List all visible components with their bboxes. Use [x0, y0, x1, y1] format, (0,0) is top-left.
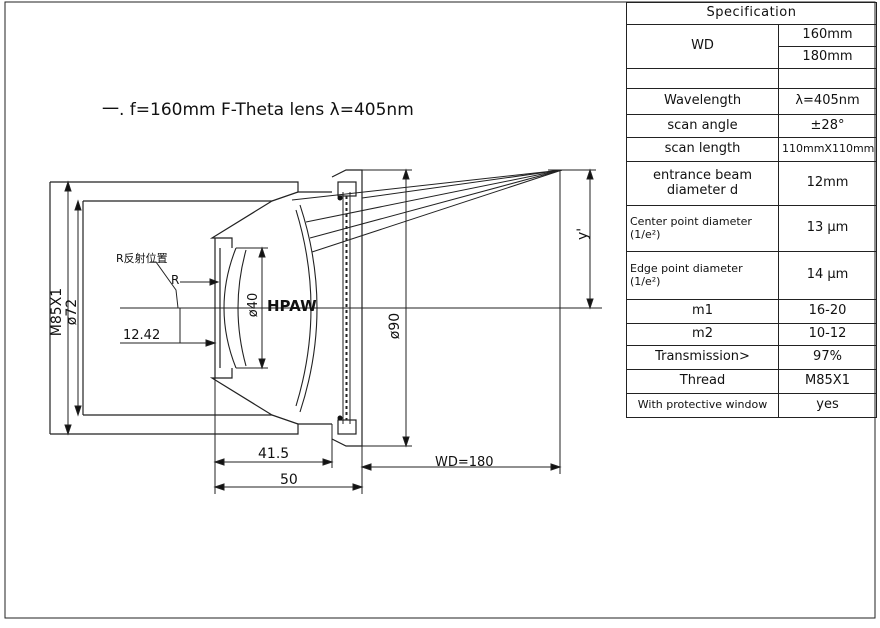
d90-label: ø90 [387, 313, 403, 339]
spec-param: WD [626, 24, 779, 69]
spec-value: 13 μm [778, 205, 877, 252]
scan-rays [291, 169, 563, 253]
yprime-label: y' [575, 228, 591, 240]
spec-value: M85X1 [778, 369, 877, 394]
spec-header-row: Specification [626, 2, 877, 25]
spec-row: Edge point diameter (1/e²) 14 μm [626, 251, 877, 300]
spec-param: entrance beam diameter d [626, 161, 779, 206]
spec-row: WD 160mm [626, 24, 877, 69]
thread-dimension [64, 180, 72, 436]
d40-label: ø40 [246, 293, 261, 318]
r-note-label: R反射位置 [116, 251, 168, 265]
spec-value: λ=405nm [778, 88, 877, 115]
spec-param: Transmission> [626, 345, 779, 370]
spec-value [778, 68, 877, 89]
r-leader [150, 261, 220, 309]
d72-label: ø72 [64, 299, 80, 325]
spec-row: scan length 110mmX110mm [626, 137, 877, 162]
spec-param: Edge point diameter (1/e²) [626, 251, 779, 300]
spec-param: m1 [626, 299, 779, 324]
spec-row: Wavelength λ=405nm [626, 88, 877, 115]
spec-value: 12mm [778, 161, 877, 206]
dim-1242-label: 12.42 [123, 328, 160, 343]
spec-value: 97% [778, 345, 877, 370]
spec-value: 110mmX110mm [778, 137, 877, 162]
d72-dimension [74, 199, 82, 417]
spec-param: With protective window [626, 393, 779, 418]
spec-param: m2 [626, 323, 779, 346]
spec-value: yes [778, 393, 877, 418]
dim-50-label: 50 [280, 472, 298, 488]
spec-param: Thread [626, 369, 779, 394]
r-label: R [171, 273, 179, 287]
spec-value: 10-12 [778, 323, 877, 346]
drawing-title: 一. f=160mm F-Theta lens λ=405nm [102, 100, 414, 120]
spec-row: Transmission> 97% [626, 345, 877, 370]
thread-label: M85X1 [49, 288, 65, 336]
spec-row: 180mm [627, 46, 877, 69]
dim-1242 [120, 308, 217, 347]
dim-415 [213, 378, 363, 494]
spec-value: 180mm [778, 46, 877, 69]
spec-param: scan length [626, 137, 779, 162]
spec-row: Center point diameter (1/e²) 13 μm [626, 205, 877, 252]
spec-value: 16-20 [778, 299, 877, 324]
wd-dimension [360, 170, 562, 474]
spec-param: scan angle [626, 114, 779, 138]
hpaw-label: HPAW [267, 297, 317, 315]
spec-value: 160mm [778, 24, 877, 47]
spec-header: Specification [626, 2, 877, 25]
d40-dimension [236, 246, 268, 370]
wd-label: WD=180 [435, 455, 494, 470]
yprime-dimension [548, 168, 596, 310]
spec-param [626, 68, 779, 89]
retaining-dots [337, 195, 343, 421]
spec-value: 14 μm [778, 251, 877, 300]
d90-dimension [362, 168, 412, 448]
spec-row: Thread M85X1 [626, 369, 877, 394]
spec-row: m1 16-20 [626, 299, 877, 324]
spec-row [626, 68, 877, 89]
dim-50 [213, 483, 364, 491]
spec-row: scan angle ±28° [626, 114, 877, 138]
spec-param: Wavelength [626, 88, 779, 115]
spec-row: m2 10-12 [626, 323, 877, 346]
spec-param: Center point diameter (1/e²) [626, 205, 779, 252]
spec-value: ±28° [778, 114, 877, 138]
specification-table: Specification WD 160mm 180mm Wavelength … [626, 2, 877, 418]
dim-415-label: 41.5 [258, 446, 289, 462]
spec-row: entrance beam diameter d 12mm [626, 161, 877, 206]
spec-row: With protective window yes [626, 393, 877, 418]
